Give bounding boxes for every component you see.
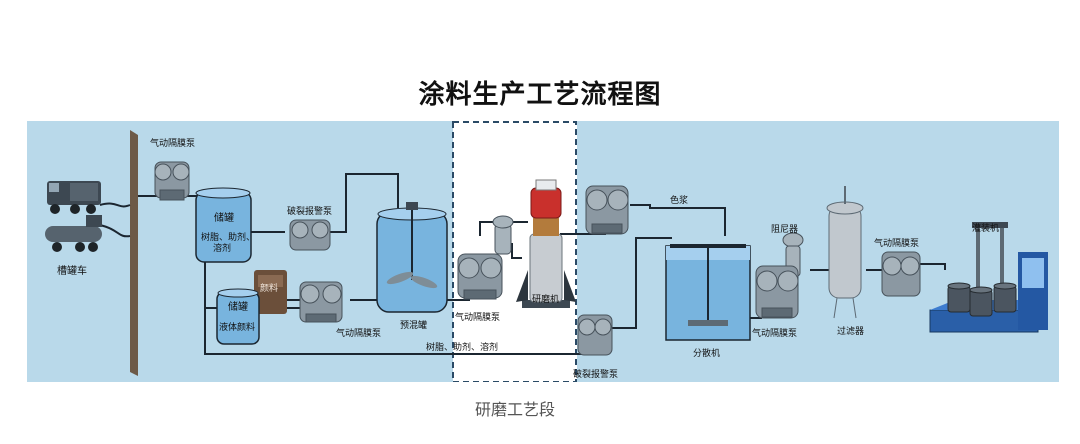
process-flow-diagram: 槽罐车 气动隔膜泵 储罐 树脂、助剂、 溶剂 破裂报警泵 颜料 储罐 液体颜料 <box>27 121 1059 382</box>
tank-truck <box>45 181 102 252</box>
damper-small <box>492 215 514 255</box>
filling-machine-label: 灌装机 <box>972 222 999 234</box>
premix-tank-label: 预混罐 <box>400 319 427 331</box>
diagram-title: 涂料生产工艺流程图 <box>418 80 662 110</box>
rupture-alarm-pump-2 <box>577 314 613 356</box>
pigment-bag-label: 颜料 <box>260 282 278 294</box>
filling-machine <box>929 222 1048 333</box>
bottom-line-label: 树脂、助剂、溶剂 <box>426 341 498 353</box>
disperser <box>665 244 751 341</box>
storage-tank-2 <box>216 288 260 345</box>
pump-filling-label: 气动隔膜泵 <box>874 237 919 249</box>
diaphragm-pump-top <box>154 161 190 201</box>
storage-tank-1-sub2: 溶剂 <box>213 242 231 254</box>
pump-top-label: 气动隔膜泵 <box>150 137 195 149</box>
grinder-label: 研磨机 <box>532 293 559 305</box>
grinding-section-border <box>452 121 577 382</box>
diaphragm-pump-top-right <box>585 185 629 235</box>
diaphragm-pump-filling <box>881 251 921 297</box>
grinding-section-caption: 研磨工艺段 <box>474 400 555 419</box>
rupture-alarm-pump-1-label: 破裂报警泵 <box>287 205 332 217</box>
diaphragm-pump-after-disperser <box>755 265 799 319</box>
pump-after-disperser-label: 气动隔膜泵 <box>752 327 797 339</box>
rupture-alarm-pump-2-label: 破裂报警泵 <box>573 368 618 380</box>
filter-label: 过滤器 <box>837 325 864 337</box>
diaphragm-pump-mill <box>457 253 503 300</box>
rupture-alarm-pump-1 <box>289 219 331 251</box>
storage-tank-2-label: 储罐 <box>228 300 248 313</box>
tank-truck-label: 槽罐车 <box>57 264 87 277</box>
wall <box>130 130 138 376</box>
storage-tank-1-label: 储罐 <box>214 211 234 224</box>
grinder <box>516 179 576 308</box>
pump-bottom-left-label: 气动隔膜泵 <box>336 327 381 339</box>
storage-tank-2-sub: 液体颜料 <box>219 321 255 333</box>
filter <box>826 186 864 319</box>
pigment-bag <box>254 270 287 314</box>
pump-mill-label: 气动隔膜泵 <box>455 311 500 323</box>
color-paste-label: 色浆 <box>670 194 688 206</box>
premix-tank <box>376 202 448 313</box>
damper-label: 阻尼器 <box>771 224 798 235</box>
storage-tank-1 <box>195 187 252 263</box>
disperser-label: 分散机 <box>693 347 720 359</box>
storage-tank-1-sub1: 树脂、助剂、 <box>201 231 255 243</box>
diaphragm-pump-bottom-left <box>299 281 343 323</box>
